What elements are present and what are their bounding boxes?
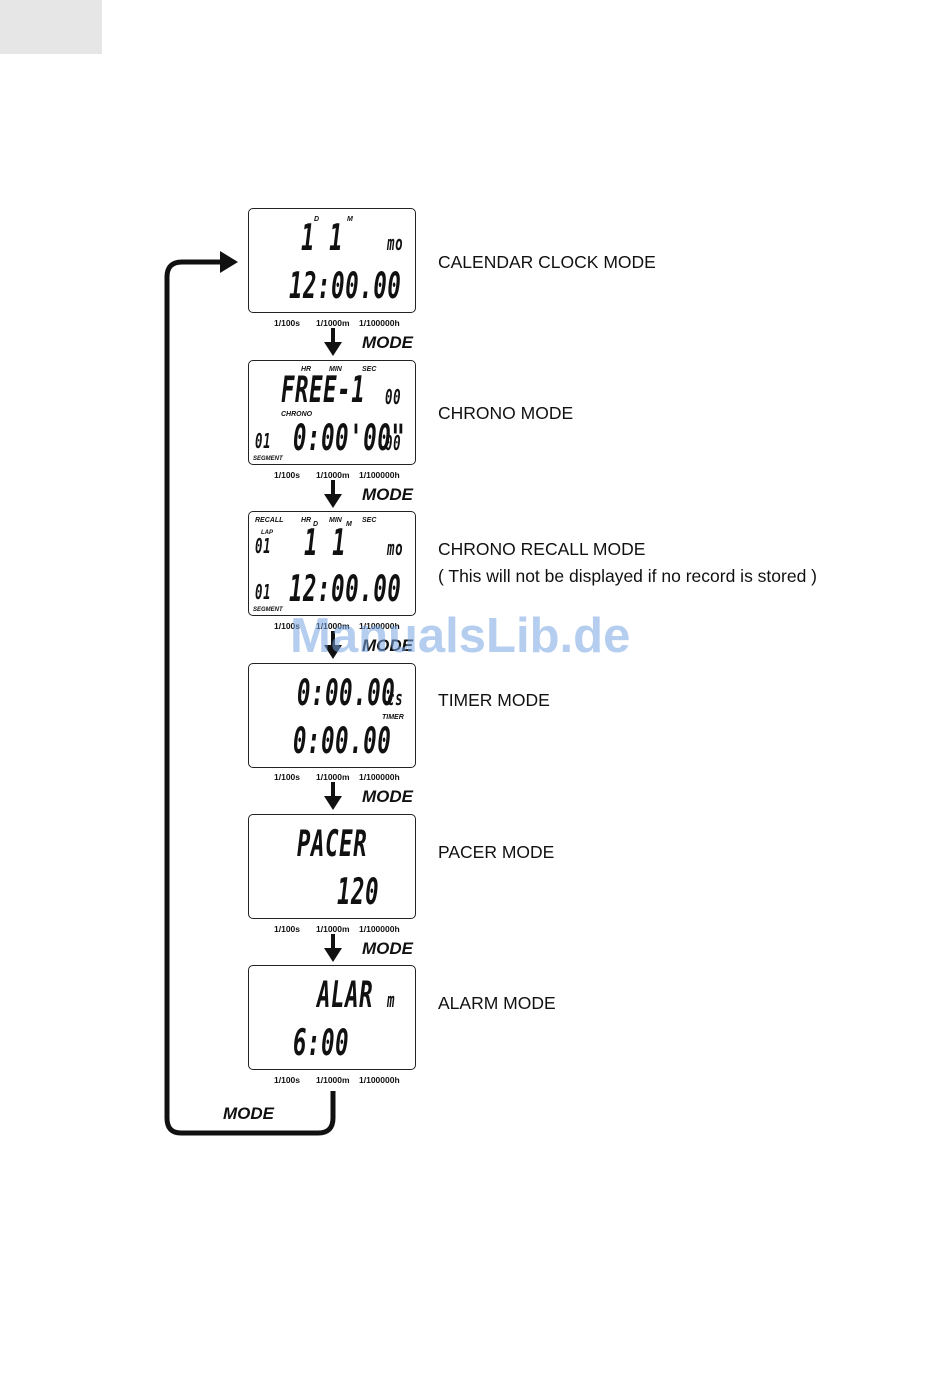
page-corner-tab: [0, 0, 102, 54]
lcd-chrono: HR MIN SEC FREE-1 00 CHRONO 01 0:00'00" …: [248, 360, 416, 465]
timer-set-digits: 0:00.00: [297, 673, 396, 714]
timer-digits: 0:00.00: [293, 721, 392, 762]
caption-alarm: ALARM MODE: [438, 993, 556, 1013]
chrono-label: CHRONO: [281, 411, 313, 418]
month-unit: mo: [387, 231, 404, 255]
down-arrow-icon: [324, 631, 342, 659]
mode-label: MODE: [362, 485, 413, 504]
recall-month-unit: mo: [387, 536, 404, 560]
date-digits: 1 1: [301, 218, 344, 259]
timer-unit: cs: [387, 686, 404, 710]
mode-label: MODE: [362, 636, 413, 655]
lcd-alarm: ALAR m 6:00: [248, 965, 416, 1070]
segment-box: 01: [255, 429, 272, 453]
indicator-d: D: [313, 521, 319, 528]
recall-time: 12:00.00: [289, 569, 402, 610]
indicator-m: M: [347, 216, 353, 223]
loop-mode-label: MODE: [223, 1104, 274, 1123]
pacer-label: PACER: [297, 824, 368, 865]
indicator-hr: HR: [301, 517, 312, 524]
chrono-hundredths: 00: [385, 431, 402, 455]
down-arrow-icon: [324, 328, 342, 356]
caption-pacer: PACER MODE: [438, 842, 555, 862]
indicator-sec: SEC: [362, 517, 377, 524]
lap-box: 01: [255, 534, 272, 558]
caption-recall-note: ( This will not be displayed if no recor…: [438, 566, 818, 586]
lcd-calendar-clock: D M 1 1 mo 12:00.00: [248, 208, 416, 313]
mode-label: MODE: [362, 333, 413, 352]
timer-label: TIMER: [382, 714, 404, 721]
watermark: ManualsLib.de: [290, 609, 631, 663]
alarm-label: ALAR: [317, 975, 374, 1016]
indicator-min: MIN: [329, 517, 342, 524]
indicator-hr: HR: [301, 366, 312, 373]
caption-timer: TIMER MODE: [438, 690, 550, 710]
chrono-time: 0:00'00": [293, 418, 406, 459]
indicator-sec: SEC: [362, 366, 377, 373]
caption-chrono: CHRONO MODE: [438, 403, 574, 423]
lap-label: LAP: [261, 530, 273, 536]
down-arrow-icon: [324, 934, 342, 962]
mode-label: MODE: [362, 939, 413, 958]
lcd-chrono-recall: RECALL HR D MIN M SEC LAP 01 1 1 mo 01 1…: [248, 511, 416, 616]
indicator-recall: RECALL: [255, 517, 284, 524]
segment-box: 01: [255, 580, 272, 604]
lcd-timer: 0:00.00 cs TIMER 0:00.00: [248, 663, 416, 768]
indicator-min: MIN: [329, 366, 342, 373]
down-arrow-icon: [324, 782, 342, 810]
caption-calendar-clock: CALENDAR CLOCK MODE: [438, 252, 656, 272]
mode-label: MODE: [362, 787, 413, 806]
recall-date: 1 1: [304, 523, 347, 564]
indicator-d: D: [314, 216, 320, 223]
lcd-pacer: PACER 120: [248, 814, 416, 919]
alarm-time: 6:00: [293, 1023, 350, 1064]
caption-chrono-recall: CHRONO RECALL MODE: [438, 539, 646, 559]
segment-label: SEGMENT: [253, 607, 283, 613]
down-arrow-icon: [324, 480, 342, 508]
indicator-m: M: [346, 521, 352, 528]
chrono-small-digits: 00: [385, 385, 402, 409]
pacer-value: 120: [337, 872, 380, 913]
segment-label: SEGMENT: [253, 456, 283, 462]
chrono-name: FREE-1: [281, 370, 366, 411]
alarm-unit: m: [387, 988, 396, 1012]
time-digits: 12:00.00: [289, 266, 402, 307]
